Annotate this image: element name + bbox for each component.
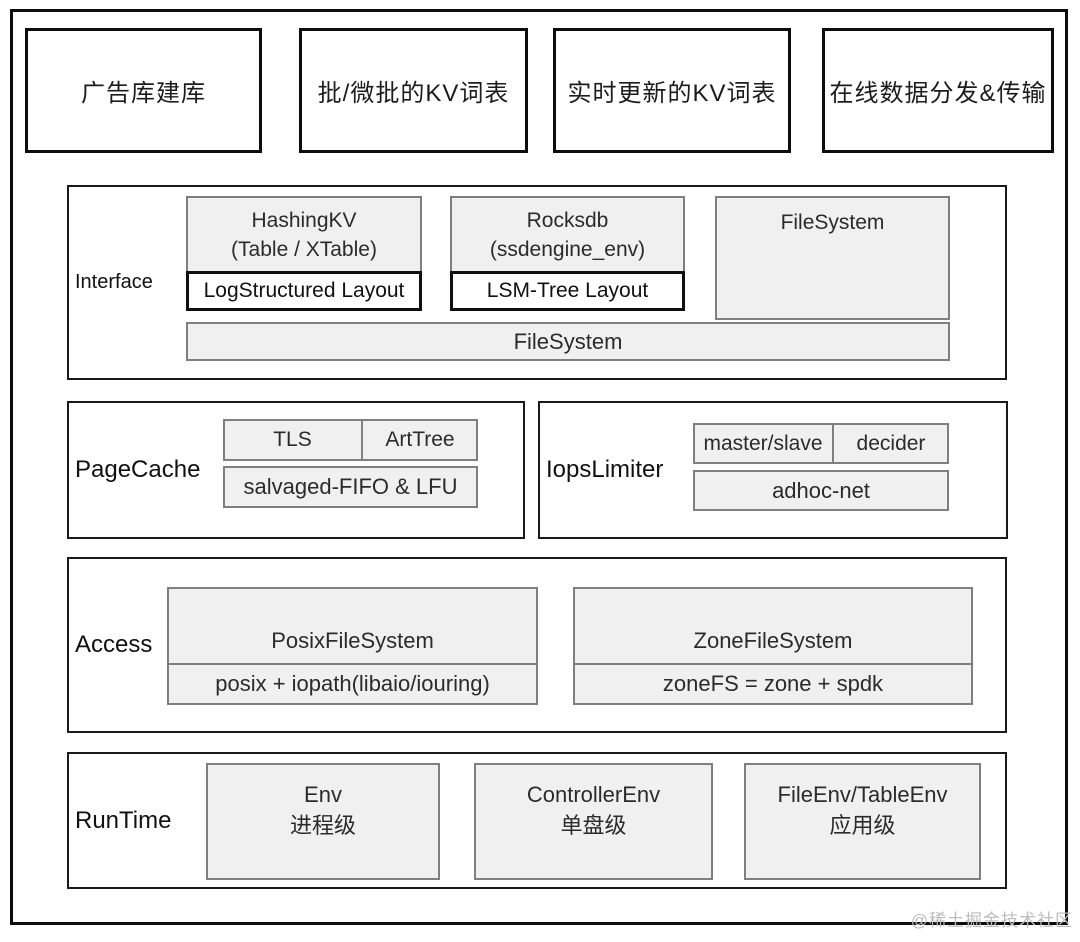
topbox-ad-library: 广告库建库 [25,28,262,153]
topbox-batch-kv: 批/微批的KV词表 [299,28,528,153]
topbox-label: 广告库建库 [81,80,206,107]
section-interface: Interface HashingKV (Table / XTable) Log… [67,185,1007,380]
topbox-label: 在线数据分发&传输 [829,80,1047,107]
rocksdb-subtitle: (ssdengine_env) [489,237,646,261]
filesystem-bar-label: FileSystem [513,328,623,354]
tls-cell: TLS [224,421,363,459]
controllerenv-box: ControllerEnv 单盘级 [474,763,713,880]
filesystem-box: FileSystem [715,196,950,320]
controllerenv-subtitle: 单盘级 [560,813,627,838]
section-pagecache-label: PageCache [75,456,201,483]
adhoc-net-label: adhoc-net [772,477,870,503]
logstructured-layout-label: LogStructured Layout [203,279,405,302]
decider-label: decider [856,431,926,455]
zone-filesystem-sub: zoneFS = zone + spdk [662,671,884,696]
arttree-cell: ArtTree [363,421,477,459]
section-iopslimiter: IopsLimiter master/slave decider adhoc-n… [538,401,1008,539]
iops-split-box: master/slave decider [693,423,949,464]
posix-filesystem-box: PosixFileSystem posix + iopath(libaio/io… [167,587,538,705]
env-subtitle: 进程级 [289,813,356,838]
topbox-realtime-kv: 实时更新的KV词表 [553,28,791,153]
salvaged-fifo-lfu-label: salvaged-FIFO & LFU [243,474,458,499]
zone-filesystem-box: ZoneFileSystem zoneFS = zone + spdk [573,587,973,705]
master-slave-label: master/slave [703,431,823,455]
env-box: Env 进程级 [206,763,440,880]
topbox-label: 实时更新的KV词表 [567,80,777,107]
lsm-tree-layout-bar: LSM-Tree Layout [450,271,685,311]
rocksdb-box: Rocksdb (ssdengine_env) [450,196,685,273]
decider-cell: decider [834,425,948,462]
salvaged-fifo-lfu-box: salvaged-FIFO & LFU [223,466,478,508]
controllerenv-title: ControllerEnv [526,782,661,807]
filesystem-bar: FileSystem [186,322,950,361]
env-title: Env [304,782,342,807]
section-runtime: RunTime Env 进程级 ControllerEnv 单盘级 FileEn… [67,752,1007,889]
section-interface-label: Interface [75,271,153,293]
hashingkv-subtitle: (Table / XTable) [231,237,377,261]
master-slave-cell: master/slave [694,425,834,462]
pagecache-split-box: TLS ArtTree [223,419,478,461]
filesystem-box-label: FileSystem [780,211,885,234]
adhoc-net-box: adhoc-net [693,470,949,511]
fileenv-tableenv-title: FileEnv/TableEnv [777,782,948,807]
posix-filesystem-sub: posix + iopath(libaio/iouring) [215,671,490,696]
lsm-tree-layout-label: LSM-Tree Layout [486,279,649,302]
fileenv-tableenv-box: FileEnv/TableEnv 应用级 [744,763,981,880]
rocksdb-title: Rocksdb [526,208,609,232]
tls-label: TLS [273,428,312,451]
section-access: Access PosixFileSystem posix + iopath(li… [67,557,1007,733]
hashingkv-title: HashingKV [251,208,357,232]
fileenv-tableenv-subtitle: 应用级 [829,813,896,838]
posix-filesystem-title: PosixFileSystem [169,589,536,665]
zone-filesystem-title: ZoneFileSystem [575,589,971,665]
watermark: @稀土掘金技术社区 [910,911,1073,930]
topbox-label: 批/微批的KV词表 [317,80,510,107]
logstructured-layout-bar: LogStructured Layout [186,271,422,311]
arttree-label: ArtTree [385,428,455,451]
hashingkv-box: HashingKV (Table / XTable) [186,196,422,273]
section-iopslimiter-label: IopsLimiter [546,456,664,483]
section-access-label: Access [75,631,153,658]
section-pagecache: PageCache TLS ArtTree salvaged-FIFO & LF… [67,401,525,539]
section-runtime-label: RunTime [75,806,172,834]
topbox-online-distribution: 在线数据分发&传输 [822,28,1054,153]
